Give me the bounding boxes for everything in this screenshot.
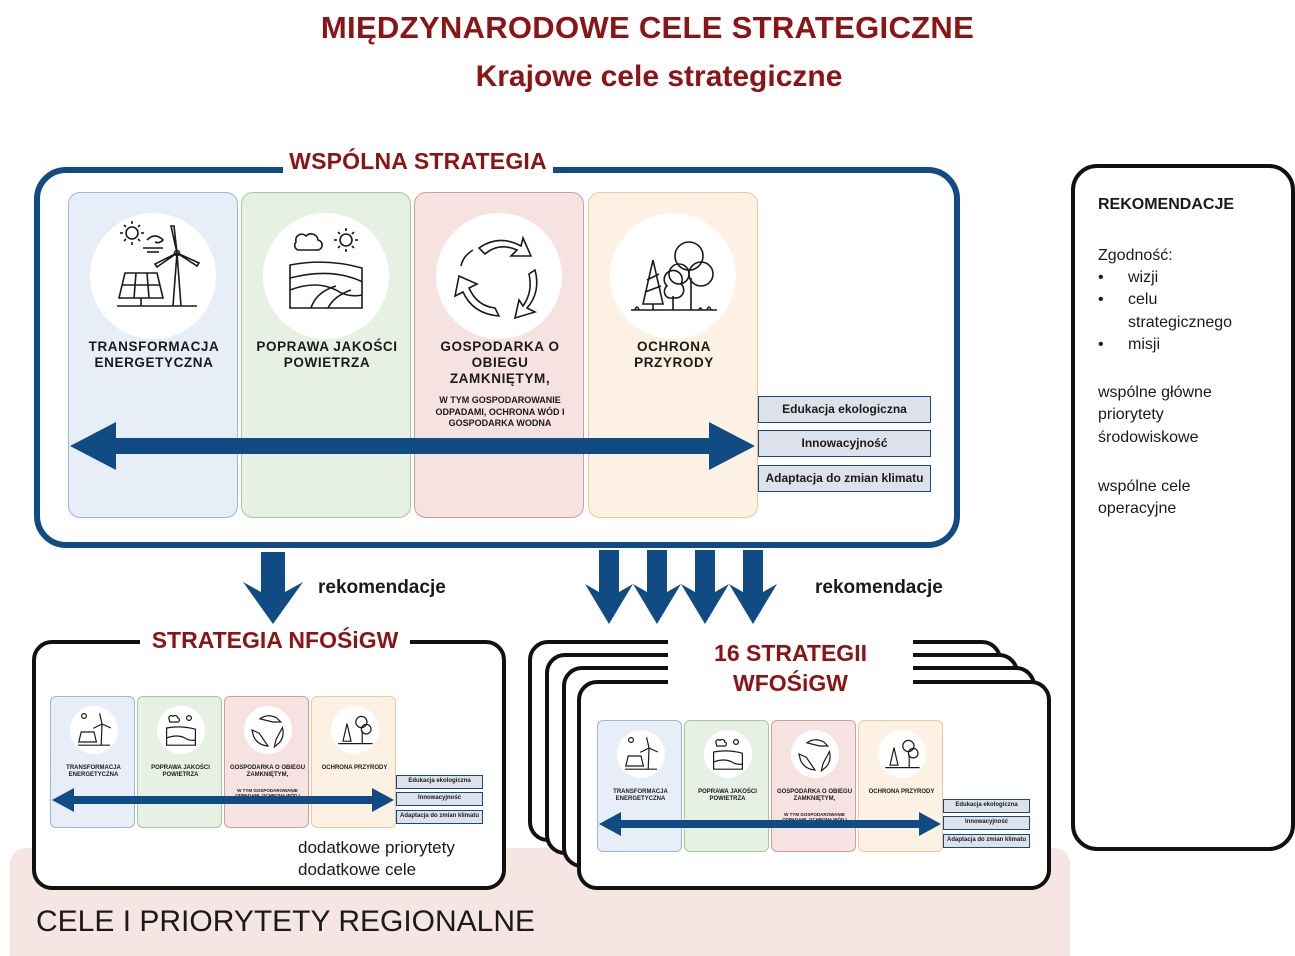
wfos-title-line1: 16 STRATEGII: [714, 640, 867, 666]
trees-icon: [338, 715, 373, 745]
field-weather-icon: [713, 738, 743, 770]
mini-area-label-air: POPRAWA JAKOŚCI POWIETRZA: [151, 765, 210, 779]
shared-operational-goals: wspólne cele operacyjne: [1098, 478, 1191, 518]
mini-area-label-energy: TRANSFORMACJA ENERGETYCZNA: [613, 789, 668, 803]
double-arrow: [70, 422, 755, 470]
area-column-nature: OCHRONA PRZYRODY: [588, 192, 758, 518]
mini-area-label-air: POPRAWA JAKOŚCI POWIETRZA: [698, 789, 757, 803]
area-label-energy: TRANSFORMACJA ENERGETYCZNA: [88, 339, 220, 371]
solar-wind-icon: [625, 737, 659, 770]
extra-priorities: dodatkowe priorytety: [298, 838, 455, 857]
nfos-strategy-title: STRATEGIA NFOŚiGW: [140, 627, 410, 654]
extra-goals: dodatkowe cele: [298, 860, 417, 879]
mini-double-arrow: [52, 788, 394, 812]
mini-area-label-nature: OCHRONA PRZYRODY: [321, 765, 388, 771]
shared-priorities: wspólne główne priorytety środowiskowe: [1098, 384, 1212, 446]
list-item: •celu strategicznego: [1098, 291, 1233, 331]
compliance-list: •wizji •celu strategicznego •misji: [1098, 267, 1278, 357]
recommendations-title: REKOMENDACJE: [1098, 196, 1235, 213]
trees-icon: [885, 739, 920, 769]
recycle-icon: [798, 739, 831, 773]
mini-area-air: POPRAWA JAKOŚCI POWIETRZA: [684, 720, 769, 852]
mini-area-label-energy: TRANSFORMACJA ENERGETYCZNA: [66, 765, 121, 779]
solar-wind-icon: [117, 221, 201, 307]
wfos-title-line2: WFOŚiGW: [733, 670, 848, 696]
recommendations-panel: [1071, 164, 1295, 851]
page-title: MIĘDZYNARODOWE CELE STRATEGICZNE: [320, 10, 975, 45]
mini-goal-adaptation: Adaptacja do zmian klimatu: [396, 810, 483, 824]
wfos-title-box: [668, 632, 913, 696]
area-label-nature: OCHRONA PRZYRODY: [634, 339, 714, 371]
area-sublabel-circular: W TYM GOSPODAROWANIE ODPADAMI, OCHRONA W…: [435, 395, 565, 429]
area-column-air: POPRAWA JAKOŚCI POWIETRZA: [241, 192, 411, 518]
horizontal-goal-adaptation: Adaptacja do zmian klimatu: [758, 465, 931, 492]
horizontal-goal-innovation: Innowacyjność: [758, 430, 931, 457]
area-label-air: POPRAWA JAKOŚCI POWIETRZA: [256, 339, 398, 371]
area-label-circular: GOSPODARKA O OBIEGU ZAMKNIĘTYM,: [440, 339, 560, 387]
list-item: •wizji: [1098, 269, 1159, 286]
mini-goal-adaptation: Adaptacja do zmian klimatu: [943, 834, 1030, 848]
field-weather-icon: [289, 228, 363, 309]
mini-area-label-circular: GOSPODARKA O OBIEGU ZAMKNIĘTYM,: [776, 789, 853, 803]
mini-area-circular: GOSPODARKA O OBIEGU ZAMKNIĘTYM, W TYM GO…: [224, 696, 309, 828]
flow-label-left: rekomendacje: [318, 577, 446, 598]
mini-goal-innovation: Innowacyjność: [396, 792, 483, 806]
area-column-circular: GOSPODARKA O OBIEGU ZAMKNIĘTYM, W TYM GO…: [414, 192, 584, 518]
mini-goal-innovation: Innowacyjność: [943, 816, 1030, 830]
recycle-icon: [453, 235, 538, 320]
mini-area-label-circular: GOSPODARKA O OBIEGU ZAMKNIĘTYM,: [229, 765, 306, 779]
list-item: •misji: [1098, 336, 1160, 354]
mini-area-energy: TRANSFORMACJA ENERGETYCZNA: [50, 696, 135, 828]
recycle-icon: [251, 715, 284, 749]
trees-icon: [631, 241, 717, 311]
mini-area-label-nature: OCHRONA PRZYRODY: [868, 789, 935, 795]
down-arrows-right: [585, 550, 777, 624]
field-weather-icon: [166, 714, 196, 746]
mini-goal-education: Edukacja ekologiczna: [396, 775, 483, 789]
solar-wind-icon: [78, 713, 112, 746]
area-column-energy: TRANSFORMACJA ENERGETYCZNA: [68, 192, 238, 518]
mini-goal-education: Edukacja ekologiczna: [943, 799, 1030, 813]
page-subtitle: Krajowe cele strategiczne: [475, 60, 843, 93]
main-strategy-title: WSPÓLNA STRATEGIA: [283, 148, 553, 175]
down-arrow-left: [243, 552, 303, 624]
mini-area-circular: GOSPODARKA O OBIEGU ZAMKNIĘTYM, W TYM GO…: [771, 720, 856, 852]
regional-label: CELE I PRIORYTETY REGIONALNE: [36, 905, 536, 938]
compliance-label: Zgodność:: [1098, 247, 1173, 264]
flow-label-right: rekomendacje: [815, 577, 943, 598]
mini-area-air: POPRAWA JAKOŚCI POWIETRZA: [137, 696, 222, 828]
horizontal-goal-education: Edukacja ekologiczna: [758, 396, 931, 423]
mini-double-arrow: [599, 812, 941, 836]
